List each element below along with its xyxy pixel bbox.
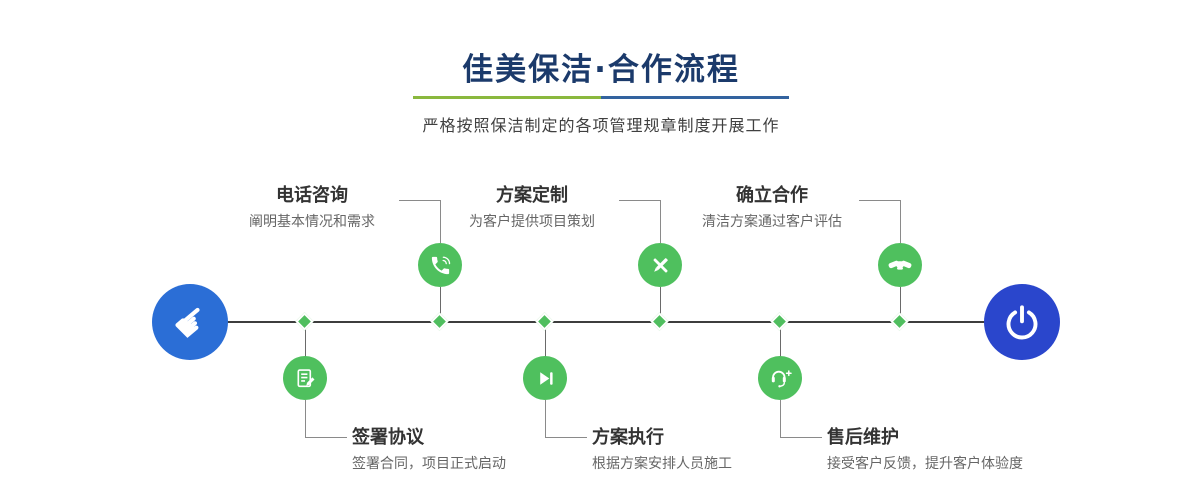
step-desc: 接受客户反馈，提升客户体验度 <box>827 456 1023 472</box>
power-icon <box>1004 304 1040 340</box>
label-connector <box>859 200 901 201</box>
play-step-icon <box>534 367 557 390</box>
timeline-node-diamond <box>535 312 554 331</box>
connector-stem <box>305 323 306 357</box>
timeline-node-diamond <box>650 312 669 331</box>
page-subtitle: 严格按照保洁制定的各项管理规章制度开展工作 <box>422 116 780 135</box>
step-circle-phone <box>418 243 462 287</box>
connector-stem <box>545 323 546 357</box>
step-circle-plan <box>638 243 682 287</box>
label-connector <box>780 437 822 438</box>
connector-stem <box>440 287 441 322</box>
step-circle-execution <box>523 356 567 400</box>
divider-blue-segment <box>601 96 789 99</box>
step-desc: 根据方案安排人员施工 <box>592 456 732 472</box>
label-connector <box>545 437 587 438</box>
connector-stem <box>660 287 661 322</box>
step-label-plan: 方案定制 为客户提供项目策划 <box>442 185 622 231</box>
step-title: 签署协议 <box>352 427 424 448</box>
phone-icon <box>429 254 452 277</box>
step-label-phone: 电话咨询 阐明基本情况和需求 <box>222 185 402 231</box>
connector-stem <box>900 287 901 322</box>
step-title: 方案执行 <box>592 427 664 448</box>
label-connector <box>305 437 347 438</box>
step-circle-agreement <box>283 356 327 400</box>
hand-pointer-icon: ☛ <box>163 293 221 353</box>
label-connector <box>780 400 781 437</box>
step-desc: 清洁方案通过客户评估 <box>702 214 842 230</box>
step-title: 电话咨询 <box>276 185 348 206</box>
page-title: 佳美保洁·合作流程 <box>462 52 740 88</box>
divider-green-segment <box>413 96 601 99</box>
step-label-cooperation: 确立合作 清洁方案通过客户评估 <box>682 185 862 231</box>
timeline-line <box>190 321 1022 323</box>
document-sign-icon <box>294 367 317 390</box>
timeline-end-circle <box>984 284 1060 360</box>
label-connector <box>660 200 661 243</box>
timeline-node-diamond <box>890 312 909 331</box>
label-connector <box>305 400 306 437</box>
label-connector <box>619 200 661 201</box>
step-circle-aftersales <box>758 356 802 400</box>
headset-plus-icon <box>768 366 792 390</box>
timeline-start-circle: ☛ <box>152 284 228 360</box>
label-connector <box>440 200 441 243</box>
label-connector <box>399 200 441 201</box>
step-title: 售后维护 <box>827 427 899 448</box>
step-circle-cooperation <box>878 243 922 287</box>
step-title: 确立合作 <box>736 185 808 206</box>
pen-ruler-icon <box>649 254 672 277</box>
handshake-icon <box>888 253 912 277</box>
step-desc: 为客户提供项目策划 <box>469 214 595 230</box>
label-connector <box>900 200 901 243</box>
title-divider <box>413 96 789 99</box>
timeline-node-diamond <box>430 312 449 331</box>
step-desc: 签署合同，项目正式启动 <box>352 456 506 472</box>
connector-stem <box>780 323 781 357</box>
step-title: 方案定制 <box>496 185 568 206</box>
step-label-aftersales: 售后维护 接受客户反馈，提升客户体验度 <box>827 427 1023 473</box>
timeline-node-diamond <box>770 312 789 331</box>
step-label-execution: 方案执行 根据方案安排人员施工 <box>592 427 732 473</box>
step-label-agreement: 签署协议 签署合同，项目正式启动 <box>352 427 506 473</box>
step-desc: 阐明基本情况和需求 <box>249 214 375 230</box>
label-connector <box>545 400 546 437</box>
timeline-node-diamond <box>295 312 314 331</box>
